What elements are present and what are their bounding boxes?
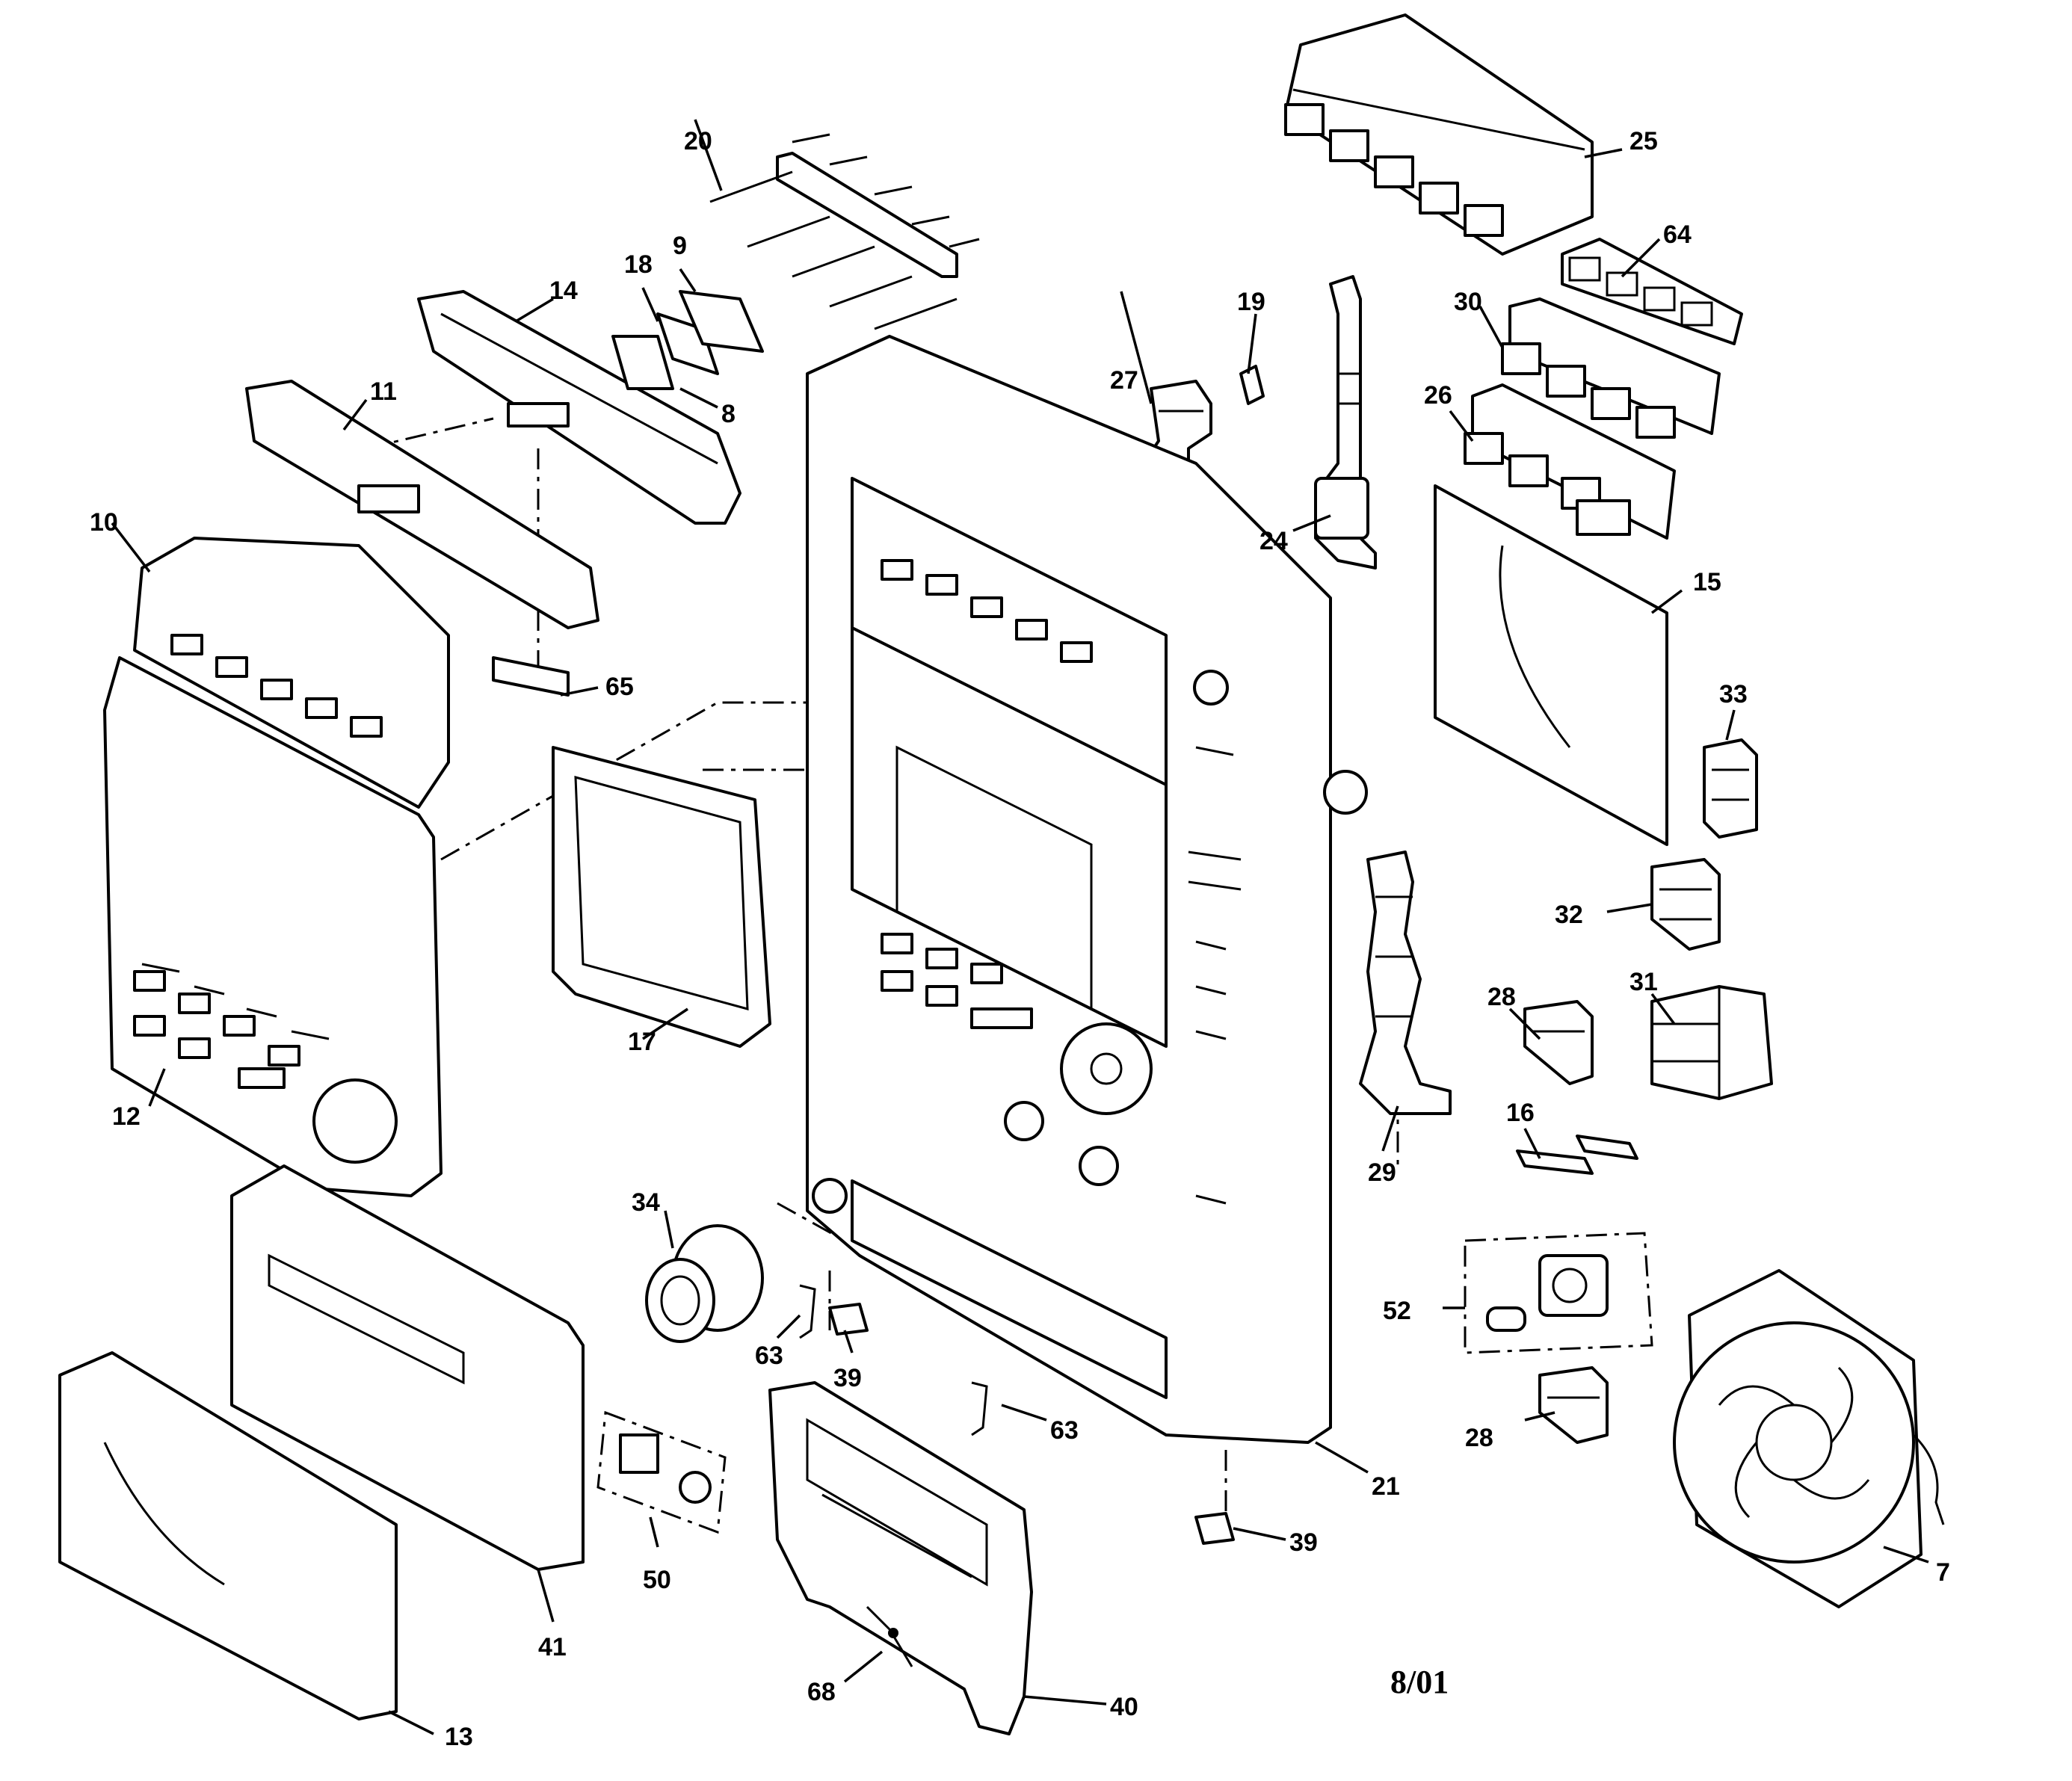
callout-68: 68 [807,1678,836,1706]
callout-18: 18 [624,250,653,279]
callout-65: 65 [605,673,634,701]
callout-24: 24 [1259,527,1288,555]
callout-16: 16 [1506,1099,1535,1127]
callout-26: 26 [1424,381,1452,410]
callout-8: 8 [721,400,736,428]
callout-11: 11 [370,377,397,406]
callout-28-upper: 28 [1487,983,1516,1011]
callout-39-lower: 39 [1289,1528,1318,1557]
part-28-bracket-lower [1538,1366,1609,1444]
part-52-lamp-assembly [1464,1232,1653,1354]
part-28-bracket-upper [1523,1000,1594,1085]
callout-32: 32 [1555,901,1583,929]
part-34-knob [645,1224,764,1343]
part-11-top-trim [245,380,599,629]
date-mark: 8/01 [1390,1664,1449,1700]
part-33-bracket [1703,738,1758,839]
part-24-switch-holder [1314,275,1377,570]
callout-31: 31 [1629,968,1658,996]
callout-19: 19 [1237,288,1265,316]
callout-14: 14 [549,277,578,305]
callout-25: 25 [1629,127,1658,155]
part-29-switch-holder [1359,851,1452,1115]
callout-12: 12 [112,1102,141,1131]
callout-33: 33 [1719,680,1748,709]
callout-39-upper: 39 [833,1364,862,1392]
callout-27: 27 [1110,366,1138,395]
callout-20: 20 [684,127,712,155]
callout-63-upper: 63 [755,1342,783,1370]
callout-34: 34 [632,1188,660,1217]
callout-21: 21 [1372,1472,1400,1501]
part-64-button-strip [1561,238,1743,345]
part-7-cooling-fan [1673,1269,1945,1608]
part-25-switch-strip [1284,13,1594,256]
part-19-clip [1239,365,1265,405]
callout-63-lower: 63 [1050,1416,1079,1445]
part-32-bracket [1650,858,1721,951]
callout-labels: 7 8 9 10 11 12 13 14 15 16 17 18 19 20 2… [90,127,1950,1751]
part-17-window-frame [552,746,771,1048]
part-41-cassette-door [230,1164,585,1571]
callout-9: 9 [673,232,687,260]
callout-64: 64 [1663,220,1692,249]
part-68-spring [866,1605,913,1667]
part-13-cassette-cover [58,1351,398,1720]
part-63-spring-lower [971,1381,988,1436]
part-26-button-cluster [1464,383,1676,540]
callout-28-lower: 28 [1465,1424,1493,1452]
part-63-spring-upper [799,1284,816,1339]
part-12-front-panel [103,656,443,1197]
part-39-pad-lower [1194,1512,1235,1545]
part-40-mechanism-frame [768,1381,1033,1735]
callout-50: 50 [643,1566,671,1594]
part-50-board [596,1410,727,1534]
part-9-lens [679,290,764,353]
part-21-main-chassis [806,335,1368,1444]
part-14-top-trim [417,290,741,525]
callout-10: 10 [90,508,118,537]
part-39-pad-upper [828,1303,869,1336]
part-8-lens-holder [611,335,674,390]
callout-29: 29 [1368,1158,1396,1187]
callout-15: 15 [1693,568,1721,596]
part-15-window-lens [1434,484,1668,846]
part-31-switch-block [1650,985,1773,1100]
callout-41: 41 [538,1633,567,1661]
callout-7: 7 [1936,1558,1950,1587]
callout-17: 17 [628,1028,656,1056]
callout-30: 30 [1454,288,1482,316]
leader-lines [111,119,1929,1735]
callout-52: 52 [1383,1297,1411,1325]
part-20-spring-pins [709,133,980,330]
part-10-button-panel [133,537,450,809]
callout-13: 13 [445,1723,473,1751]
part-16-clips [1516,1135,1638,1175]
part-30-button-cluster [1501,297,1721,439]
part-65-clip [492,656,570,697]
callout-40: 40 [1110,1693,1138,1721]
